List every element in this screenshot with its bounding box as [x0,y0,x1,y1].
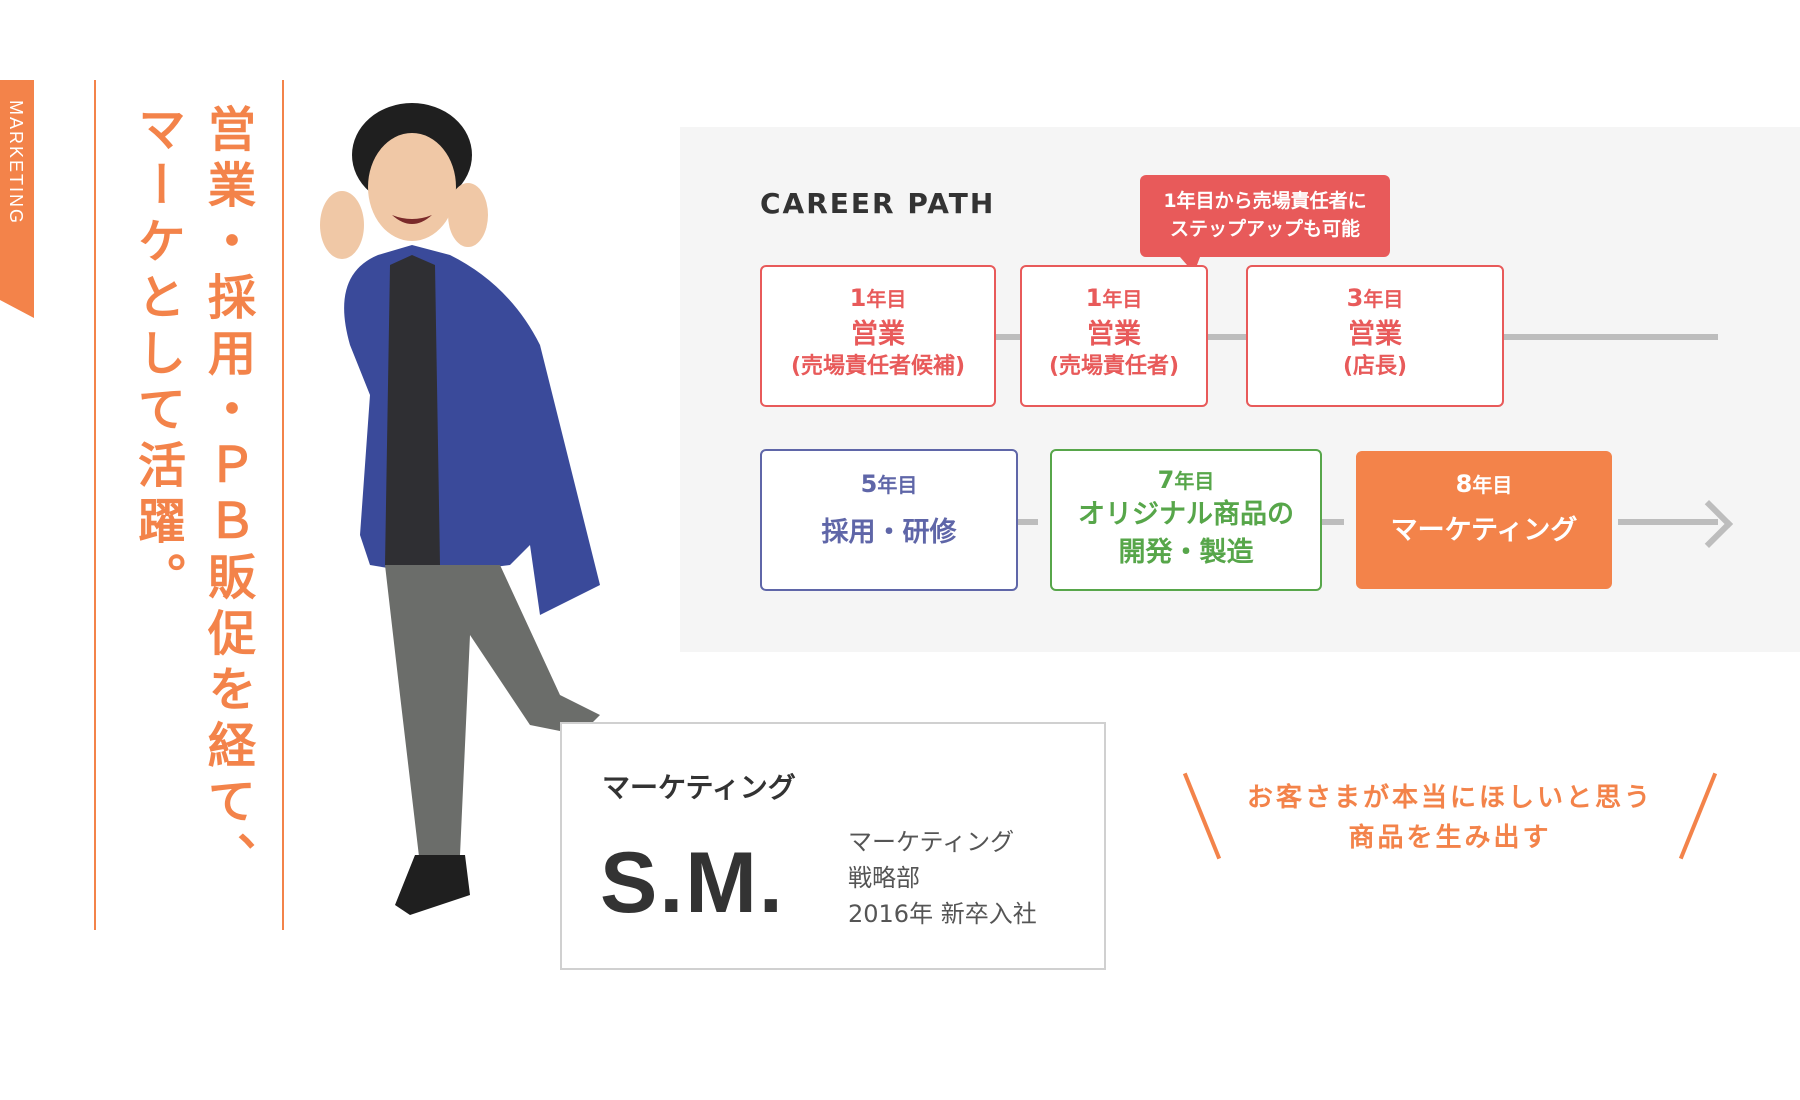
step-year-suffix: 年目 [1472,473,1513,497]
career-step-6: 8年目 マーケティング [1356,451,1612,589]
career-path-panel: CAREER PATH 1年目から売場責任者に ステップアップも可能 1年目 営… [680,127,1800,652]
career-step-2: 1年目 営業 (売場責任者) [1020,265,1208,407]
mouth-shape [392,215,432,224]
step-role: 営業 [1087,319,1141,350]
side-tab [0,80,34,318]
profile-meta-line: マーケティング [848,828,1015,856]
step-year-number: 1 [1085,284,1103,312]
connector-line [1312,519,1344,525]
quote-block: お客さまが本当にほしいと思う 商品を生み出す [1170,770,1730,870]
headline: 営業・採用・ＰＢ販促を経て、 マーケとして活躍。 [129,104,255,888]
sweater-shape [385,255,440,565]
step-sub: (店長) [1342,354,1408,379]
left-hand [320,191,364,259]
profile-card: マーケティング S.M. マーケティング 戦略部 2016年 新卒入社 [560,722,1106,970]
side-tab-label: MARKETING [6,100,26,226]
step-sub: (売場責任者候補) [790,354,966,379]
step-role: オリジナル商品の 開発・製造 [1078,499,1294,568]
quote-line: 商品を生み出す [1348,823,1552,853]
step-year-number: 7 [1157,466,1175,494]
quote-line: お客さまが本当にほしいと思う [1246,783,1653,813]
right-hand [448,183,488,247]
face-shape [368,133,456,241]
step-year-suffix: 年目 [1363,287,1404,311]
step-sub: (売場責任者) [1048,354,1180,379]
callout-bubble: 1年目から売場責任者に ステップアップも可能 [1140,175,1390,273]
career-step-1: 1年目 営業 (売場責任者候補) [760,265,996,407]
connector-line [1006,519,1038,525]
career-step-5: 7年目 オリジナル商品の 開発・製造 [1050,449,1322,591]
connector-line [1208,334,1246,340]
shoe-shape [395,855,470,915]
profile-name: S.M. [600,835,785,931]
profile-meta-line: 戦略部 [848,864,920,892]
career-step-3: 3年目 営業 (店長) [1246,265,1504,407]
connector-line [980,334,1020,340]
step-role: 採用・研修 [821,517,957,548]
pants-shape [385,565,600,865]
quote-text: お客さまが本当にほしいと思う 商品を生み出す [1230,778,1670,858]
connector-line [1500,334,1718,340]
career-step-4: 5年目 採用・研修 [760,449,1018,591]
headline-frame: 営業・採用・ＰＢ販促を経て、 マーケとして活躍。 [94,80,284,930]
slash-decoration [1182,772,1222,860]
step-year-number: 5 [860,470,878,498]
step-year-number: 3 [1346,284,1364,312]
slash-decoration [1678,772,1718,860]
step-role: 営業 [1348,319,1402,350]
step-year-suffix: 年目 [877,473,918,497]
jacket-shape [344,245,600,615]
step-year-suffix: 年目 [1102,287,1143,311]
profile-meta: マーケティング 戦略部 2016年 新卒入社 [848,824,1037,932]
step-role: マーケティング [1390,515,1578,546]
career-path-title: CAREER PATH [760,187,996,220]
step-role: 営業 [851,319,905,350]
arrow-right-icon [1684,499,1734,549]
step-year-number: 8 [1455,470,1473,498]
step-year-suffix: 年目 [1174,469,1215,493]
person-photo [320,103,600,915]
profile-meta-line: 2016年 新卒入社 [848,900,1037,928]
profile-department: マーケティング [602,771,796,804]
connector-line [1618,519,1718,525]
step-year-number: 1 [849,284,867,312]
step-year-suffix: 年目 [866,287,907,311]
